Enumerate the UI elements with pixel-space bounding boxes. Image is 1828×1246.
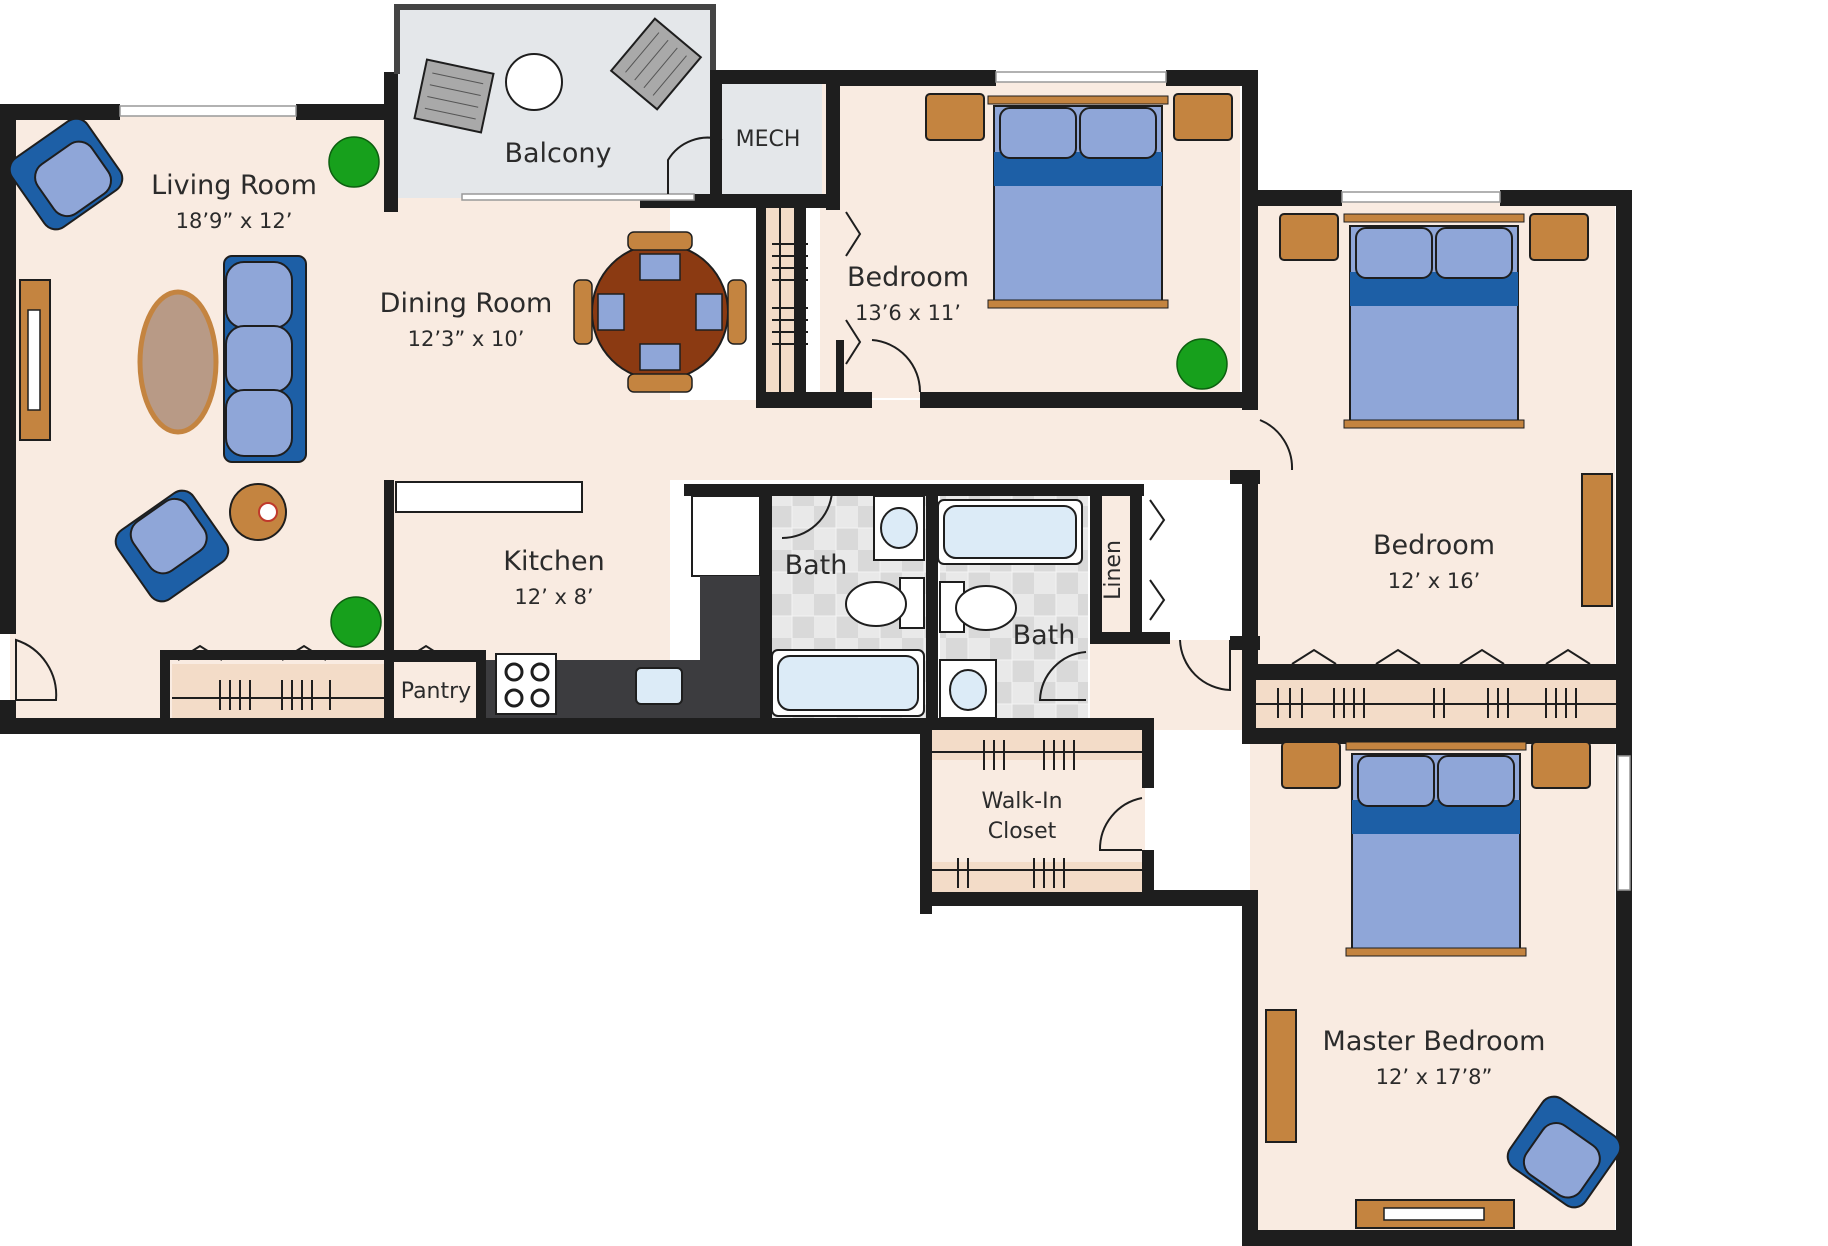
bedroom-2-dims: 12’ x 16’ <box>1388 569 1481 593</box>
dining-room-label: Dining Room <box>380 288 553 319</box>
closets <box>172 208 1616 892</box>
plants <box>328 136 1228 648</box>
refrigerator <box>691 495 761 577</box>
walk-in-closet-label-1: Walk-In <box>981 789 1062 814</box>
bedroom-1-bed <box>925 93 1233 309</box>
bath-fixtures <box>771 495 1083 719</box>
living-room-furniture <box>8 117 307 603</box>
balcony-label: Balcony <box>504 138 611 169</box>
bath-2-label: Bath <box>1013 620 1076 651</box>
dining-room-dims: 12’3” x 10’ <box>408 327 525 351</box>
door-swings <box>667 136 1294 851</box>
entry-door-swing <box>15 638 58 701</box>
kitchen-counter-top <box>395 481 583 513</box>
dresser-bedroom-2 <box>1581 473 1613 607</box>
kitchen-label: Kitchen <box>503 546 604 577</box>
balcony-furniture <box>413 17 703 134</box>
rug <box>137 289 219 435</box>
bedroom-1-dims: 13’6 x 11’ <box>855 301 961 325</box>
bath-1-label: Bath <box>785 550 848 581</box>
mech-label: MECH <box>736 127 801 152</box>
dining-table <box>573 231 747 393</box>
linen-label: Linen <box>1101 540 1126 600</box>
kitchen-dims: 12’ x 8’ <box>514 585 593 609</box>
pantry-label: Pantry <box>401 679 471 704</box>
master-bed <box>1265 741 1622 1229</box>
living-room-label: Living Room <box>151 170 317 201</box>
bedroom-1-label: Bedroom <box>847 262 969 293</box>
walk-in-closet-label-2: Closet <box>988 819 1057 844</box>
bedroom-2-label: Bedroom <box>1373 530 1495 561</box>
bifold-doors <box>177 211 1591 665</box>
room-labels: Living Room 18’9” x 12’ Dining Room 12’3… <box>151 127 1545 1089</box>
dresser-master <box>1265 1009 1297 1143</box>
kitchen-sink <box>635 667 683 705</box>
armchair-master <box>1506 1095 1622 1209</box>
walls <box>0 4 1632 1246</box>
tv-console-master <box>1355 1199 1515 1229</box>
bedroom-2-bed <box>1279 213 1613 607</box>
armchair-bottom <box>114 489 230 603</box>
closet-hangers <box>219 243 1577 888</box>
master-bedroom-label: Master Bedroom <box>1323 1026 1546 1057</box>
master-bedroom-dims: 12’ x 17’8” <box>1376 1065 1493 1089</box>
stove <box>495 653 557 715</box>
balcony-table <box>505 53 563 111</box>
kitchen-fixtures <box>395 481 761 718</box>
armchair-top <box>8 117 124 231</box>
mech-floor <box>722 82 822 194</box>
windows <box>119 71 1631 891</box>
living-room-dims: 18’9” x 12’ <box>176 209 293 233</box>
